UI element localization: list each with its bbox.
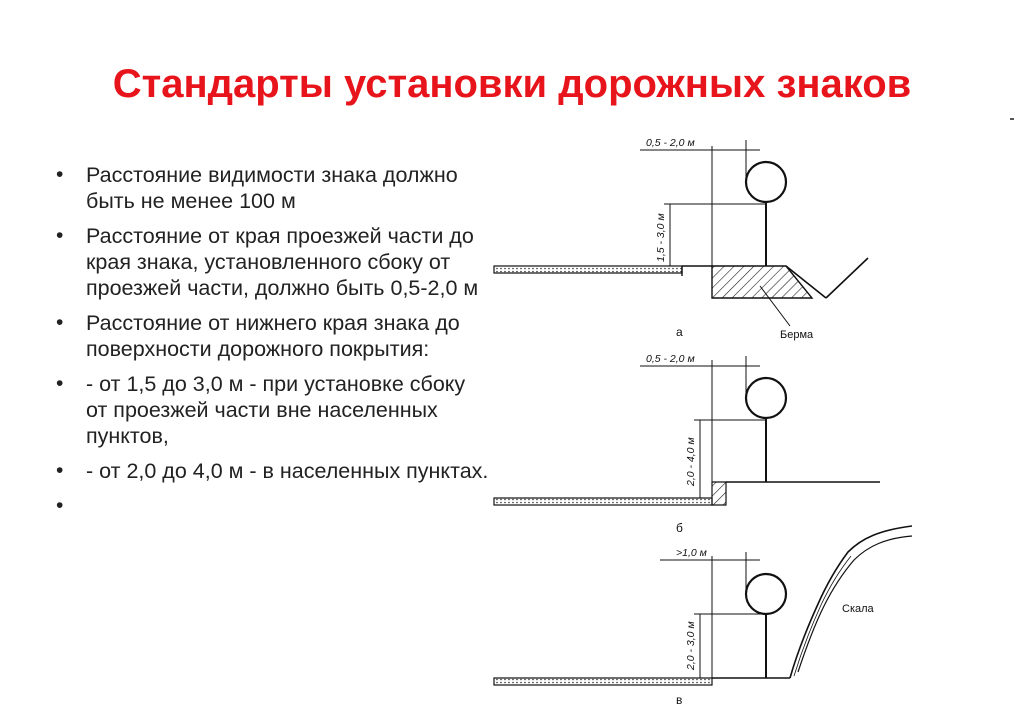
bullet-dot: • xyxy=(56,163,64,186)
a-horizontal-dim: 0,5 - 2,0 м xyxy=(646,137,695,149)
corner-mark xyxy=(1010,118,1014,120)
diagram-b xyxy=(493,356,880,506)
sign-disc-a xyxy=(744,160,788,204)
bullet-item: • - от 1,5 до 3,0 м - при установке сбок… xyxy=(52,371,492,449)
bullet-item: • Расстояние видимости знака должно быть … xyxy=(52,162,492,214)
a-vertical-dim: 1,5 - 3,0 м xyxy=(655,213,667,262)
rock-face-v xyxy=(789,525,913,679)
bullet-text: Расстояние от края проезжей части до кра… xyxy=(86,224,479,300)
bullet-text: - от 1,5 до 3,0 м - при установке сбоку … xyxy=(86,372,466,448)
bullet-text: Расстояние видимости знака должно быть н… xyxy=(86,163,458,213)
a-caption: а xyxy=(676,325,683,339)
diagram-v xyxy=(493,525,913,686)
bullet-item: • Расстояние от нижнего края знака до пов… xyxy=(52,310,492,362)
sign-disc-b xyxy=(744,376,788,420)
ditch-bottom-a xyxy=(825,257,869,299)
bullet-dot: • xyxy=(56,311,64,334)
road-surface-a xyxy=(493,265,683,274)
road-surface-v xyxy=(493,677,713,686)
bullet-list: • Расстояние видимости знака должно быть … xyxy=(52,162,492,517)
v-callout: Скала xyxy=(842,603,875,615)
bullet-text: Расстояние от нижнего края знака до пове… xyxy=(86,311,460,361)
ditch-slope-a xyxy=(785,265,827,299)
v-horizontal-dim: >1,0 м xyxy=(676,547,707,559)
berm-hatch-a xyxy=(711,265,814,299)
a-callout: Берма xyxy=(780,329,814,341)
diagram-a xyxy=(493,140,869,327)
bullet-dot: • xyxy=(56,494,64,517)
bullet-dot: • xyxy=(56,459,64,482)
bullet-item: • - от 2,0 до 4,0 м - в населенных пункт… xyxy=(52,458,492,484)
rock-face-inner2-v xyxy=(793,555,852,677)
b-vertical-dim: 2,0 - 4,0 м xyxy=(685,437,697,487)
b-horizontal-dim: 0,5 - 2,0 м xyxy=(646,353,695,365)
sign-installation-diagram: 0,5 - 2,0 м 1,5 - 3,0 м Берма а 0,5 - 2,… xyxy=(493,137,913,707)
v-vertical-dim: 2,0 - 3,0 м xyxy=(685,621,697,671)
curb-hatch-b xyxy=(711,481,727,506)
bullet-dot: • xyxy=(56,372,64,395)
berm-leader-a xyxy=(759,285,791,327)
bullet-dot: • xyxy=(56,224,64,247)
sign-disc-v xyxy=(744,572,788,616)
road-surface-b xyxy=(493,497,713,506)
bullet-item: • Расстояние от края проезжей части до кр… xyxy=(52,223,492,301)
rock-face-inner-v xyxy=(797,535,913,673)
bullet-text: - от 2,0 до 4,0 м - в населенных пунктах… xyxy=(86,459,489,483)
slide-title: Стандарты установки дорожных знаков xyxy=(112,62,912,106)
v-caption: в xyxy=(676,693,682,707)
b-caption: б xyxy=(676,521,683,535)
